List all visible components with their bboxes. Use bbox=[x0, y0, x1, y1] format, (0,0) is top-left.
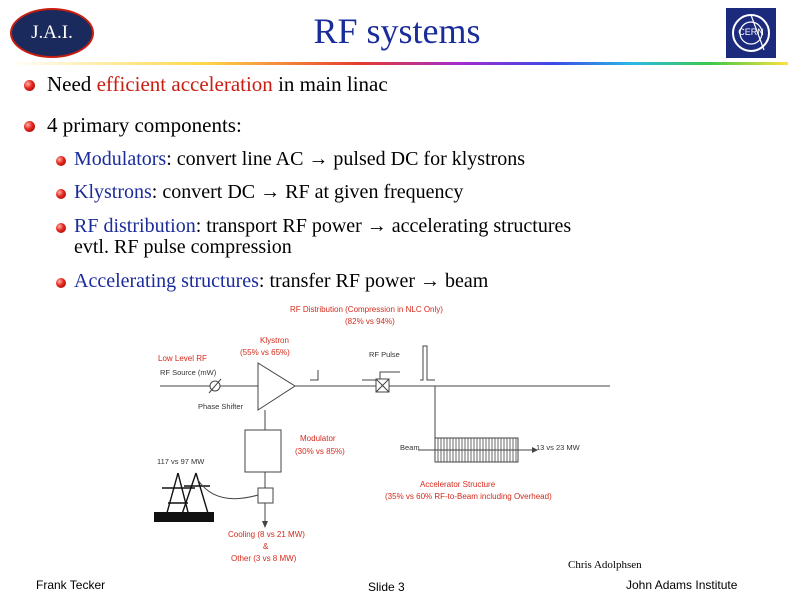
beam-label: Beam bbox=[400, 443, 420, 452]
footer-right: John Adams Institute bbox=[626, 578, 738, 592]
rf-system-diagram: RF Distribution (Compression in NLC Only… bbox=[154, 305, 610, 563]
term-accelerating-structures: Accelerating structures bbox=[74, 270, 259, 292]
cooling-box-icon bbox=[257, 487, 274, 504]
rf-source-label: RF Source (mW) bbox=[160, 368, 217, 377]
power-plant-icon bbox=[154, 512, 214, 522]
sub-bullet-modulators: Modulators: convert line AC → pulsed DC … bbox=[74, 149, 525, 170]
bullet-text-pre: Need bbox=[47, 72, 97, 96]
klystron-efficiency: (55% vs 65%) bbox=[240, 348, 290, 357]
bullet-highlight: efficient acceleration bbox=[96, 72, 273, 96]
sub-bullet-accelerating-structures: Accelerating structures: transfer RF pow… bbox=[74, 271, 488, 292]
cern-logo-text: CERN bbox=[738, 27, 764, 37]
sub-bullet-icon bbox=[56, 189, 66, 199]
modulator-label: Modulator bbox=[300, 434, 336, 443]
bullet-text-post: in main linac bbox=[272, 72, 388, 96]
bullet-components: 4 primary components: bbox=[47, 113, 242, 137]
ampersand-label: & bbox=[263, 542, 269, 551]
rf-distribution-title: RF Distribution (Compression in NLC Only… bbox=[290, 305, 443, 314]
term-klystrons: Klystrons bbox=[74, 181, 152, 203]
slide-number: Slide 3 bbox=[368, 580, 405, 594]
footer-left: Frank Tecker bbox=[36, 578, 106, 592]
accelerator-structure-efficiency: (35% vs 60% RF-to-Beam including Overhea… bbox=[385, 492, 552, 501]
cern-ring-icon bbox=[732, 14, 770, 52]
desc-rf-distribution: : transport RF power → accelerating stru… bbox=[195, 215, 572, 237]
desc-klystrons: : convert DC → RF at given frequency bbox=[151, 181, 464, 203]
rf-distribution-efficiency: (82% vs 94%) bbox=[345, 317, 395, 326]
sub-bullet-icon bbox=[56, 156, 66, 166]
accelerator-cells bbox=[437, 438, 517, 462]
klystron-label: Klystron bbox=[260, 336, 289, 345]
desc-accelerating-structures: : transfer RF power → beam bbox=[258, 270, 489, 292]
title-rule bbox=[8, 62, 788, 65]
sub-bullet-icon bbox=[56, 223, 66, 233]
ac-line-curve bbox=[197, 479, 259, 500]
rf-pulse-icon bbox=[310, 370, 319, 381]
jai-logo: J.A.I. bbox=[10, 8, 94, 58]
term-modulators: Modulators bbox=[74, 148, 167, 170]
term-rf-distribution: RF distribution bbox=[74, 215, 196, 237]
jai-logo-text: J.A.I. bbox=[31, 22, 73, 43]
rf-pulse-label: RF Pulse bbox=[369, 350, 400, 359]
klystron-icon bbox=[257, 362, 296, 411]
bullet-icon bbox=[24, 80, 35, 91]
modulator-icon bbox=[244, 429, 282, 473]
author-credit: Chris Adolphsen bbox=[568, 559, 642, 571]
desc-modulators: : convert line AC → pulsed DC for klystr… bbox=[166, 148, 526, 170]
ac-power-label: 117 vs 97 MW bbox=[157, 457, 205, 466]
cern-logo: CERN bbox=[726, 8, 776, 58]
low-level-rf-label: Low Level RF bbox=[158, 354, 207, 363]
sub-bullet-klystrons: Klystrons: convert DC → RF at given freq… bbox=[74, 182, 463, 203]
slide-title: RF systems bbox=[313, 11, 481, 51]
other-label: Other (3 vs 8 MW) bbox=[231, 554, 297, 563]
modulator-efficiency: (30% vs 85%) bbox=[295, 447, 345, 456]
cooling-label: Cooling (8 vs 21 MW) bbox=[228, 530, 305, 539]
bullet-icon bbox=[24, 121, 35, 132]
accelerator-structure-label: Accelerator Structure bbox=[420, 480, 496, 489]
desc-rf-distribution-line2: evtl. RF pulse compression bbox=[74, 236, 292, 258]
sub-bullet-rf-distribution: RF distribution: transport RF power → ac… bbox=[74, 216, 571, 258]
phase-shifter-label: Phase Shifter bbox=[198, 402, 244, 411]
beam-power-label: 13 vs 23 MW bbox=[536, 443, 581, 452]
bullet-efficient-acceleration: Need efficient acceleration in main lina… bbox=[47, 72, 388, 97]
sub-bullet-icon bbox=[56, 278, 66, 288]
